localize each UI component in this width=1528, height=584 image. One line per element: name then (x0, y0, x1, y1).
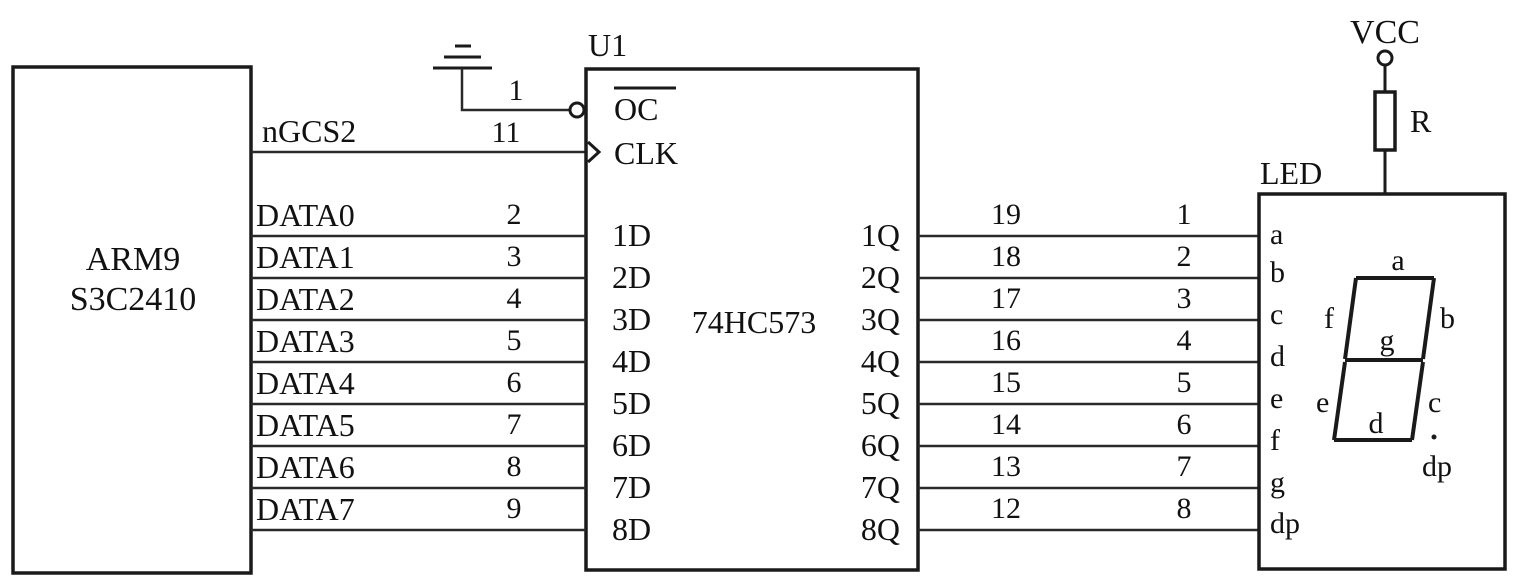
q-pin-number: 13 (991, 450, 1021, 483)
d-pin-number: 6 (507, 366, 522, 399)
led-pin-number: 3 (1177, 282, 1192, 315)
segment-dp (1431, 434, 1437, 440)
led-pin-label: e (1270, 382, 1283, 415)
led-pin-label: a (1270, 218, 1283, 251)
mcu-label-line1: ARM9 (86, 241, 180, 278)
clock-edge-icon (586, 140, 602, 164)
mcu-label-line2: S3C2410 (70, 281, 197, 318)
segment-label-dp: dp (1422, 450, 1452, 483)
led-pin-label: d (1270, 340, 1285, 373)
latch-q-label: 1Q (861, 217, 900, 253)
q-pin-number: 14 (991, 408, 1021, 441)
latch-q-label: 4Q (861, 343, 900, 379)
latch-q-label: 2Q (861, 259, 900, 295)
data-bus (251, 234, 586, 532)
clk-label: CLK (614, 135, 678, 171)
led-pin-number: 2 (1177, 240, 1192, 273)
d-pin-number: 3 (507, 240, 522, 273)
latch-d-label: 6D (612, 427, 651, 463)
led-pin-number: 4 (1177, 324, 1192, 357)
data-signal-label: DATA7 (256, 491, 355, 527)
q-pin-numbers: 19 18 17 16 15 14 13 12 (991, 198, 1021, 525)
clk-pin-number: 11 (492, 116, 521, 149)
led-pin-label: g (1270, 466, 1285, 499)
led-pin-number: 1 (1177, 198, 1192, 231)
seven-segment-digit-icon (1332, 276, 1437, 442)
q-pin-number: 15 (991, 366, 1021, 399)
q-pin-number: 18 (991, 240, 1021, 273)
q-pin-number: 17 (991, 282, 1021, 315)
output-bus (918, 234, 1259, 532)
segment-label-e: e (1316, 386, 1329, 419)
led-pin-number: 6 (1177, 408, 1192, 441)
q-pin-number: 12 (991, 492, 1021, 525)
led-pin-label: dp (1270, 507, 1300, 540)
latch-d-label: 8D (612, 511, 651, 547)
latch-d-label: 5D (612, 385, 651, 421)
led-pin-number: 8 (1177, 492, 1192, 525)
data-signal-label: DATA6 (256, 449, 355, 485)
oc-pin-number: 1 (509, 74, 524, 107)
d-pin-number: 8 (507, 450, 522, 483)
latch-d-label: 7D (612, 469, 651, 505)
latch-q-label: 6Q (861, 427, 900, 463)
latch-q-label: 5Q (861, 385, 900, 421)
vcc-label: VCC (1350, 14, 1420, 51)
data-signal-labels: DATA0 DATA1 DATA2 DATA3 DATA4 DATA5 DATA… (256, 197, 355, 527)
q-pin-number: 16 (991, 324, 1021, 357)
led-pin-number: 5 (1177, 366, 1192, 399)
led-pin-label: c (1270, 298, 1283, 331)
segment-label-g: g (1380, 324, 1395, 357)
segment-c (1410, 361, 1425, 441)
segment-f (1343, 277, 1358, 360)
latch-d-label: 4D (612, 343, 651, 379)
segment-label-f: f (1324, 302, 1334, 335)
latch-ref: U1 (588, 27, 627, 63)
d-pin-number: 2 (507, 198, 522, 231)
segment-e (1332, 361, 1347, 441)
data-signal-label: DATA2 (256, 281, 355, 317)
oc-wire (460, 68, 569, 112)
led-pin-number: 7 (1177, 450, 1192, 483)
led-pin-labels: a b c d e f g dp (1270, 218, 1300, 540)
segment-b (1421, 277, 1436, 360)
led-block (1257, 192, 1507, 571)
cs-signal-label: nGCS2 (262, 113, 356, 149)
latch-q-label: 7Q (861, 469, 900, 505)
d-pin-number: 5 (507, 324, 522, 357)
mcu-block (11, 65, 253, 575)
data-signal-label: DATA4 (256, 365, 355, 401)
data-signal-label: DATA1 (256, 239, 355, 275)
led-pin-label: f (1270, 424, 1280, 457)
data-signal-label: DATA3 (256, 323, 355, 359)
latch-d-pin-labels: 1D 2D 3D 4D 5D 6D 7D 8D (612, 217, 651, 547)
latch-q-pin-labels: 1Q 2Q 3Q 4Q 5Q 6Q 7Q 8Q (861, 217, 900, 547)
resistor-label: R (1410, 103, 1432, 139)
resistor-icon (1373, 90, 1397, 152)
d-pin-number: 7 (507, 408, 522, 441)
segment-label-a: a (1391, 244, 1404, 277)
data-signal-label: DATA0 (256, 197, 355, 233)
led-pin-numbers: 1 2 3 4 5 6 7 8 (1177, 198, 1192, 525)
latch-d-label: 3D (612, 301, 651, 337)
d-pin-number: 9 (507, 492, 522, 525)
latch-d-label: 2D (612, 259, 651, 295)
segment-label-c: c (1428, 386, 1441, 419)
d-pin-numbers: 2 3 4 5 6 7 8 9 (507, 198, 522, 525)
d-pin-number: 4 (507, 282, 522, 315)
latch-d-label: 1D (612, 217, 651, 253)
led-label: LED (1260, 155, 1322, 191)
oc-label: OC (614, 91, 658, 127)
latch-part-number: 74HC573 (692, 304, 816, 340)
data-signal-label: DATA5 (256, 407, 355, 443)
q-pin-number: 19 (991, 198, 1021, 231)
latch-q-label: 8Q (861, 511, 900, 547)
latch-q-label: 3Q (861, 301, 900, 337)
ground-icon (433, 44, 492, 70)
segment-label-b: b (1440, 302, 1455, 335)
oc-inversion-bubble (568, 101, 586, 119)
segment-label-d: d (1369, 407, 1384, 440)
vcc-terminal-icon (1376, 49, 1394, 67)
led-pin-label: b (1270, 256, 1285, 289)
